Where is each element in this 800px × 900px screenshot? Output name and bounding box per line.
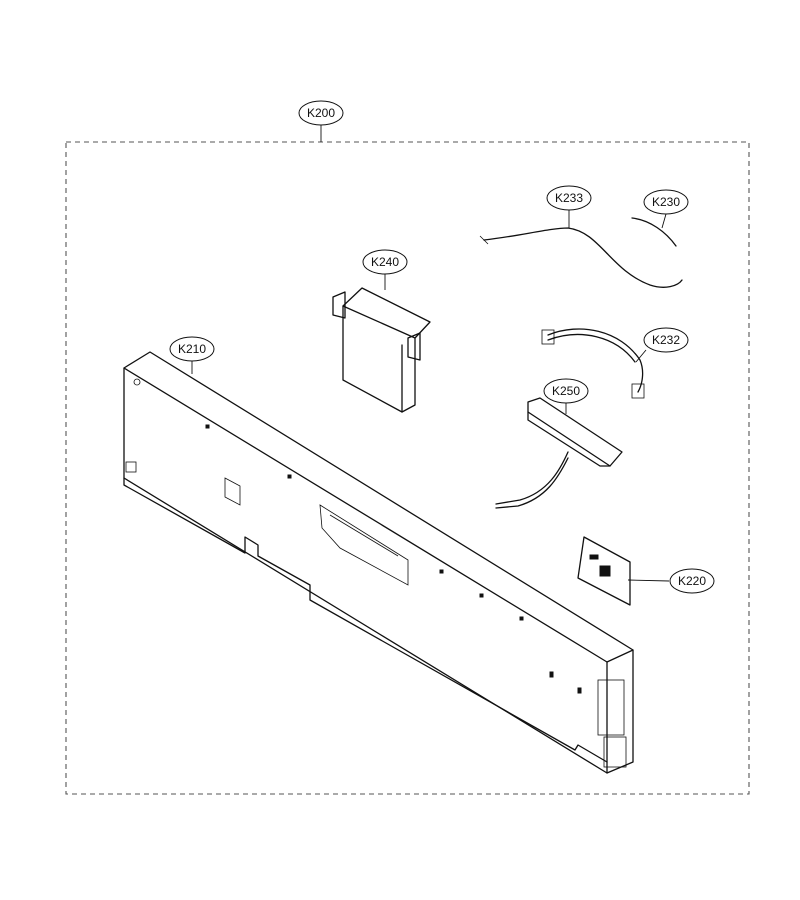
callout-label-k232: K232 [652,333,680,347]
callout-k200: K200 [298,100,344,142]
callout-label-k230: K230 [652,195,680,209]
assembly-boundary [65,141,750,795]
label-plate-part [577,536,631,606]
callout-k230: K230 [643,189,689,229]
callout-label-k233: K233 [555,191,583,205]
wire-harness-k232-part [541,328,645,399]
control-panel-part [123,351,634,774]
callout-label-k240: K240 [371,255,399,269]
callout-k210: K210 [169,336,215,374]
callout-label-k220: K220 [678,574,706,588]
callout-k233: K233 [546,185,592,228]
callout-k220: K220 [627,568,715,594]
wire-harness-k230-part [631,217,677,247]
callout-label-k200: K200 [307,106,335,120]
callout-label-k210: K210 [178,342,206,356]
callout-k240: K240 [362,249,408,290]
callout-k232: K232 [635,327,689,363]
switch-assembly-part [495,397,623,509]
callout-k250: K250 [543,378,589,414]
wire-harness-k233-part [479,227,683,288]
callout-label-k250: K250 [552,384,580,398]
module-box-part [332,287,431,413]
